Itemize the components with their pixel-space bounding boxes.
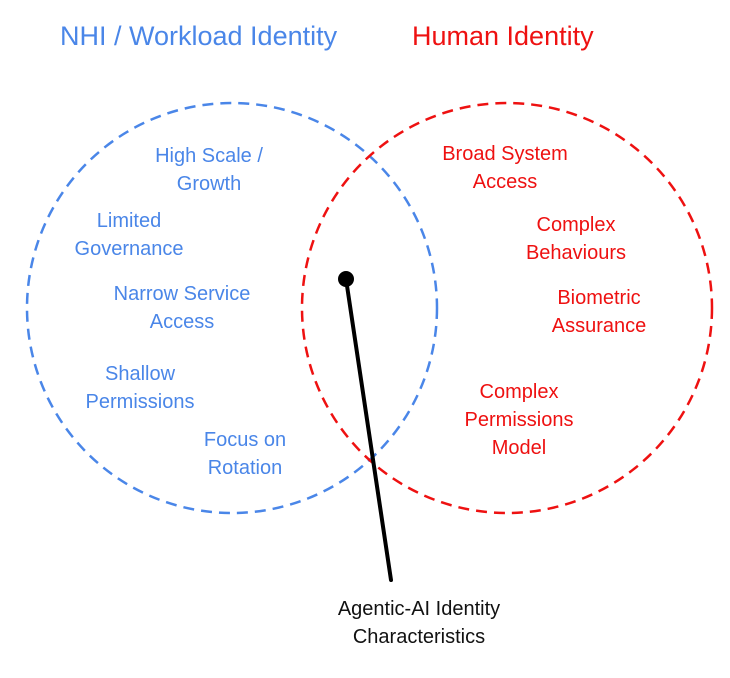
nhi-trait-shallow-permissions: Shallow Permissions	[85, 363, 195, 413]
human-trait-biometric: Biometric Assurance	[551, 287, 647, 337]
callout-pointer-dot	[338, 271, 354, 287]
human-trait-broad-access: Broad System Access	[442, 143, 568, 193]
human-trait-complex-permissions: Complex Permissions Model	[464, 381, 574, 459]
nhi-title: NHI / Workload Identity	[60, 21, 338, 51]
nhi-trait-focus-rotation: Focus on Rotation	[203, 429, 287, 479]
nhi-trait-narrow-access: Narrow Service Access	[113, 283, 251, 333]
nhi-trait-high-scale: High Scale / Growth	[155, 145, 263, 195]
human-circle	[300, 101, 714, 515]
human-title: Human Identity	[412, 21, 594, 51]
human-trait-complex-behaviours: Complex Behaviours	[525, 214, 627, 264]
nhi-circle	[25, 101, 439, 515]
callout-pointer-line	[344, 277, 393, 582]
overlap-callout-label: Agentic-AI Identity Characteristics	[337, 598, 501, 648]
nhi-trait-limited-governance: Limited Governance	[74, 210, 184, 260]
